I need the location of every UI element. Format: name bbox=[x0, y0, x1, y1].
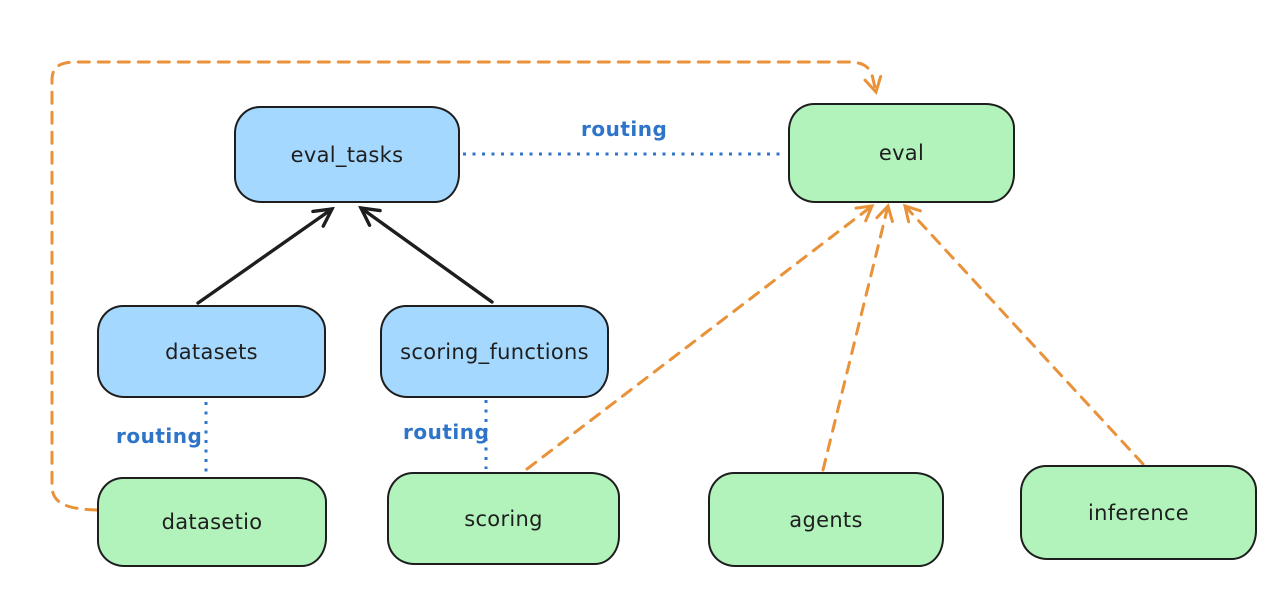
node-scoring_functions-label: scoring_functions bbox=[400, 339, 589, 364]
node-agents: agents bbox=[708, 472, 944, 567]
edge-agents-to-eval-arrow bbox=[821, 203, 894, 472]
node-scoring-label: scoring bbox=[464, 506, 543, 531]
edge-scoring_functions-to-eval_tasks-arrow bbox=[358, 205, 494, 304]
node-scoring_functions: scoring_functions bbox=[380, 305, 609, 398]
node-datasetio-label: datasetio bbox=[161, 510, 263, 534]
node-eval_tasks-label: eval_tasks bbox=[290, 142, 404, 167]
edge-datasets-to-eval_tasks-arrow bbox=[196, 206, 335, 305]
edge-datasetio-to-eval-arrow bbox=[50, 60, 883, 512]
node-inference: inference bbox=[1020, 465, 1257, 560]
routing-label-scoring_functions-scoring: routing bbox=[403, 420, 490, 444]
node-eval_tasks: eval_tasks bbox=[234, 106, 460, 203]
node-eval: eval bbox=[788, 103, 1015, 203]
edge-scoring-to-eval-arrow bbox=[525, 204, 875, 471]
node-datasets-label: datasets bbox=[165, 339, 258, 364]
node-datasets: datasets bbox=[97, 305, 326, 398]
node-eval-label: eval bbox=[878, 141, 925, 165]
edge-inference-to-eval-arrow bbox=[902, 203, 1145, 466]
node-datasetio: datasetio bbox=[97, 477, 327, 567]
node-agents-label: agents bbox=[789, 507, 863, 532]
routing-label-eval_tasks-eval: routing bbox=[581, 117, 668, 141]
node-scoring: scoring bbox=[387, 472, 620, 565]
routing-label-datasets-datasetio: routing bbox=[116, 424, 203, 448]
node-inference-label: inference bbox=[1087, 500, 1190, 525]
